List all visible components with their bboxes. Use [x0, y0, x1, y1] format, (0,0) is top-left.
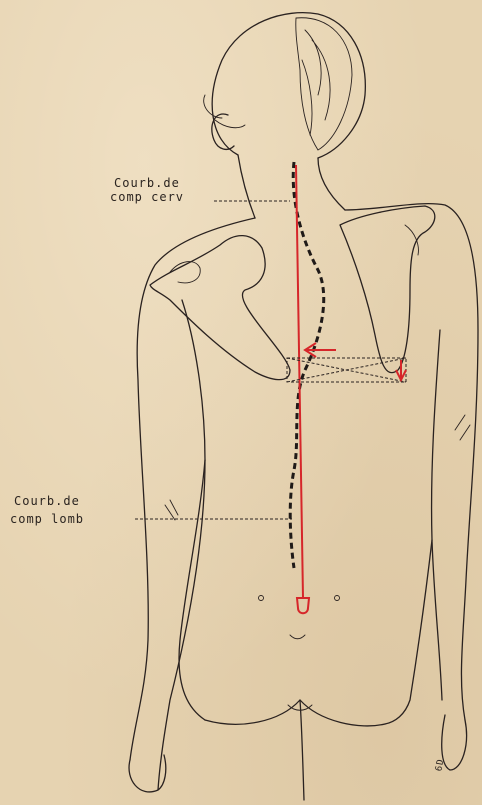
hair-nape	[204, 95, 245, 128]
left-inner-arm	[158, 300, 205, 790]
hair-strands	[302, 30, 330, 135]
spine-curve	[290, 162, 324, 568]
torso-left	[179, 460, 205, 720]
lumbar-label-line1: Courb.de	[14, 494, 80, 508]
neck-right	[318, 158, 345, 210]
left-scapula	[150, 236, 290, 380]
plumb-bob	[297, 598, 309, 613]
hatch-marks	[165, 415, 470, 520]
right-inner-arm	[432, 330, 442, 700]
right-shoulder-arm	[345, 204, 478, 720]
left-hand	[129, 755, 166, 792]
right-scapula-spine	[405, 225, 418, 255]
sacral-dimple-right	[335, 596, 340, 601]
head-outline	[212, 13, 365, 158]
hair-bun	[296, 18, 352, 150]
shift-arrow	[305, 343, 336, 357]
right-scapula	[340, 206, 435, 373]
lumbar-label-line2: comp lomb	[10, 512, 84, 526]
sacral-dimple-left	[259, 596, 264, 601]
artist-signature: 6D	[432, 757, 448, 772]
torso-right	[385, 540, 432, 724]
buttocks	[205, 700, 385, 726]
gluteal-cleft	[300, 700, 304, 800]
left-shoulder-arm	[130, 218, 255, 760]
neck-left	[238, 155, 255, 218]
cervical-label-line1: Courb.de	[114, 176, 180, 190]
cervical-label-line2: comp cerv	[110, 190, 184, 204]
sacral-hair	[288, 635, 312, 710]
shoulder-level-box	[287, 358, 406, 382]
ear	[212, 114, 234, 149]
